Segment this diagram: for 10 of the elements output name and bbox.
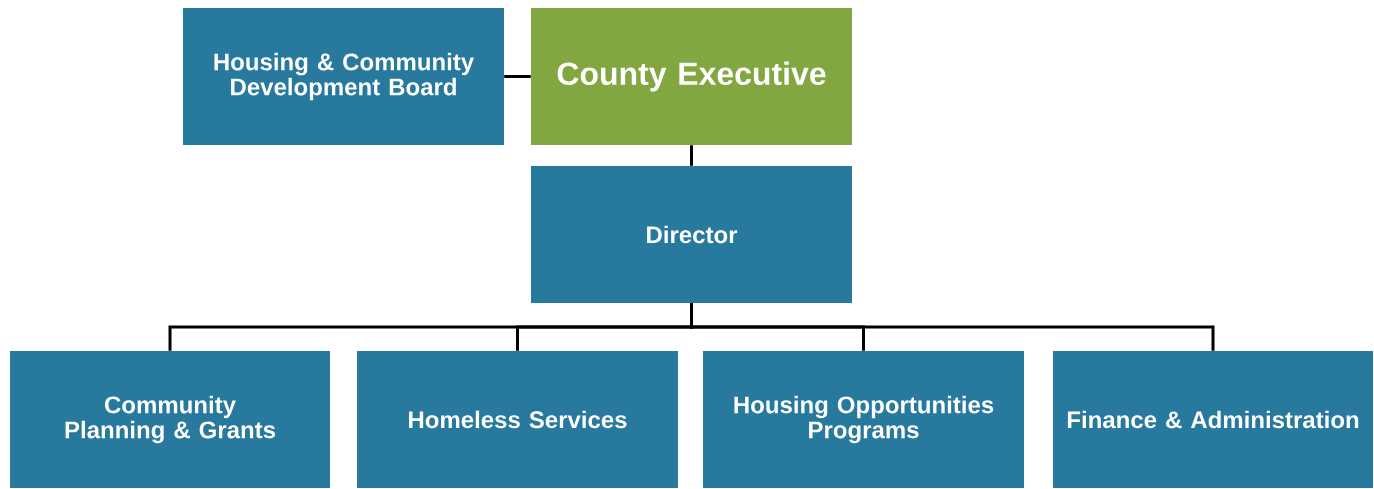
division-box: Community Planning & Grants bbox=[10, 351, 330, 488]
executive-box: County Executive bbox=[531, 8, 852, 145]
connector-line bbox=[690, 145, 693, 166]
board-box: Housing & Community Development Board bbox=[183, 8, 504, 145]
division-box: Housing Opportunities Programs bbox=[703, 351, 1024, 488]
connector-line bbox=[504, 75, 531, 78]
division-box: Finance & Administration bbox=[1053, 351, 1373, 488]
division-box: Homeless Services bbox=[357, 351, 678, 488]
director-box: Director bbox=[531, 166, 852, 303]
connector-line bbox=[690, 303, 1215, 351]
